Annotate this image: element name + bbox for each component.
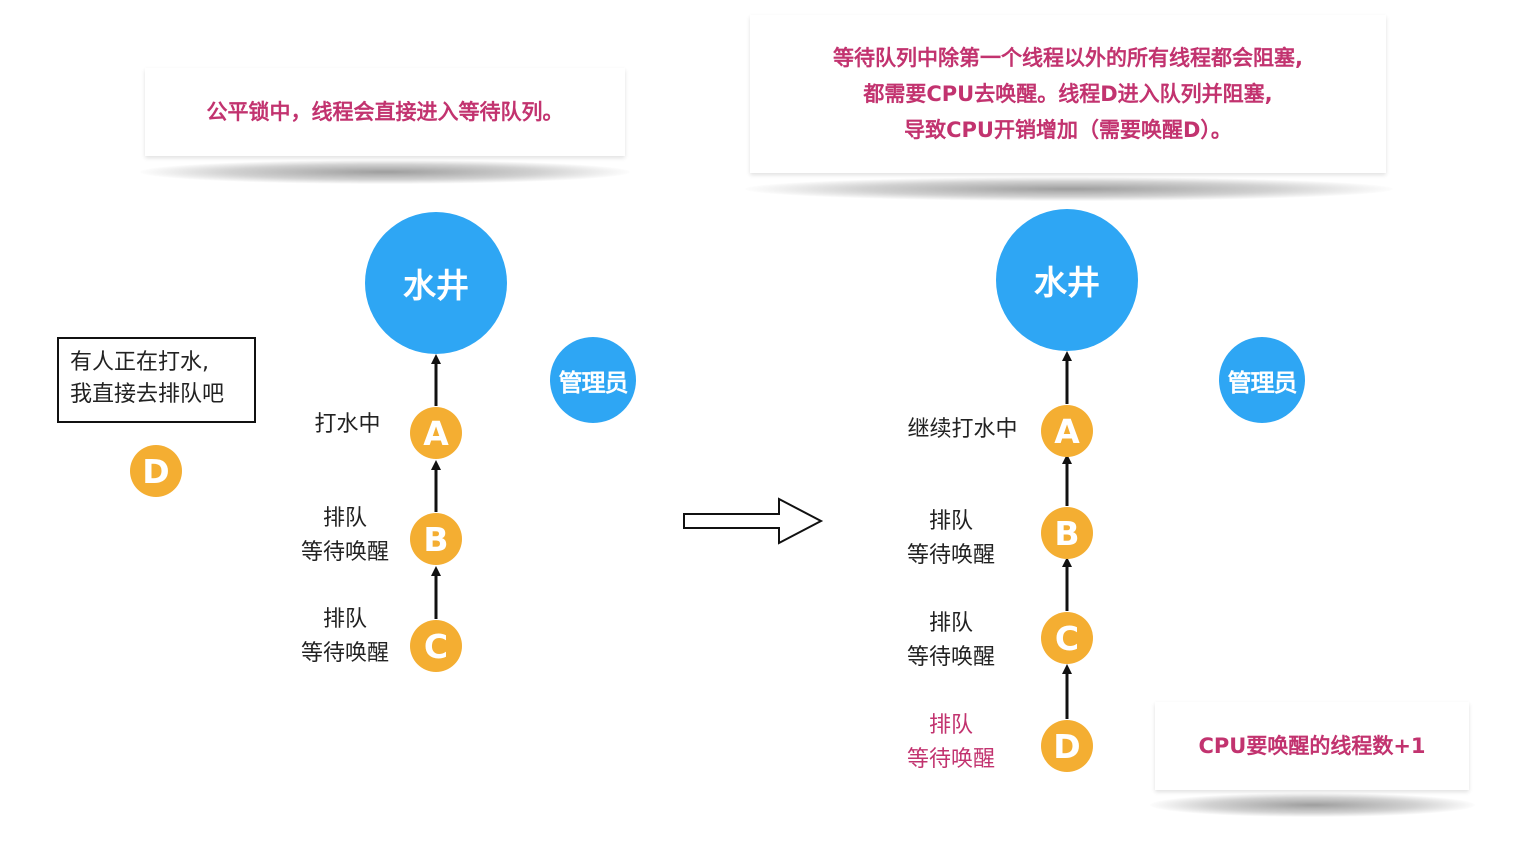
label-line: 等待唤醒 — [300, 540, 389, 565]
left-waiting-node-d: D — [130, 445, 182, 497]
node-letter: A — [1054, 411, 1080, 451]
label-line: 排队 — [928, 611, 973, 636]
left-well: 水井 — [365, 212, 507, 354]
node-letter: B — [423, 519, 449, 559]
right-node-c-label: 排队 等待唤醒 — [896, 607, 1006, 675]
right-note-line-2: 都需要CPU去唤醒。线程D进入队列并阻塞, — [863, 82, 1273, 106]
label-line: 排队 — [322, 506, 367, 531]
left-node-b-label: 排队 等待唤醒 — [290, 502, 400, 570]
transition-arrow — [683, 497, 824, 545]
right-node-c: C — [1041, 612, 1093, 664]
left-note: 公平锁中，线程会直接进入等待队列。 — [145, 68, 625, 156]
right-admin-label: 管理员 — [1227, 368, 1298, 397]
node-letter: C — [423, 626, 449, 666]
node-letter: B — [1054, 513, 1080, 553]
right-node-b-label: 排队 等待唤醒 — [896, 505, 1006, 573]
node-letter: D — [1053, 726, 1081, 766]
right-note-shadow — [745, 177, 1393, 201]
left-node-a-label: 打水中 — [300, 408, 395, 442]
right-node-a-label: 继续打水中 — [895, 413, 1030, 447]
left-well-label: 水井 — [403, 266, 469, 305]
right-node-b: B — [1041, 507, 1093, 559]
label-line: 打水中 — [314, 412, 381, 437]
label-line: 排队 — [322, 607, 367, 632]
left-note-shadow — [140, 160, 630, 184]
right-note: 等待队列中除第一个线程以外的所有线程都会阻塞, 都需要CPU去唤醒。线程D进入队… — [750, 15, 1386, 173]
left-node-c-label: 排队 等待唤醒 — [290, 603, 400, 671]
label-line: 等待唤醒 — [906, 645, 995, 670]
left-note-text: 公平锁中，线程会直接进入等待队列。 — [206, 100, 564, 124]
left-node-a: A — [410, 407, 462, 459]
speech-line-1: 有人正在打水, — [70, 350, 209, 375]
label-line: 等待唤醒 — [906, 747, 995, 772]
cpu-note-shadow — [1150, 793, 1475, 817]
left-node-b: B — [410, 513, 462, 565]
right-note-line-1: 等待队列中除第一个线程以外的所有线程都会阻塞, — [833, 46, 1303, 70]
right-well-label: 水井 — [1034, 263, 1100, 302]
node-letter: C — [1054, 618, 1080, 658]
node-letter: A — [423, 413, 449, 453]
label-line: 等待唤醒 — [906, 543, 995, 568]
right-node-d-label: 排队 等待唤醒 — [896, 709, 1006, 777]
left-admin: 管理员 — [550, 337, 636, 423]
left-node-c: C — [410, 620, 462, 672]
right-node-d: D — [1041, 720, 1093, 772]
label-line: 排队 — [928, 713, 973, 738]
cpu-note-text: CPU要唤醒的线程数+1 — [1198, 734, 1426, 758]
left-admin-label: 管理员 — [558, 368, 629, 397]
cpu-note: CPU要唤醒的线程数+1 — [1155, 702, 1469, 790]
right-well: 水井 — [996, 209, 1138, 351]
label-line: 排队 — [928, 509, 973, 534]
right-node-a: A — [1041, 405, 1093, 457]
left-speech-box: 有人正在打水, 我直接去排队吧 — [57, 337, 256, 423]
label-line: 等待唤醒 — [300, 641, 389, 666]
speech-line-2: 我直接去排队吧 — [70, 382, 225, 407]
right-note-line-3: 导致CPU开销增加（需要唤醒D）。 — [904, 118, 1232, 142]
right-admin: 管理员 — [1219, 337, 1305, 423]
label-line: 继续打水中 — [907, 417, 1018, 442]
node-letter: D — [142, 451, 170, 491]
